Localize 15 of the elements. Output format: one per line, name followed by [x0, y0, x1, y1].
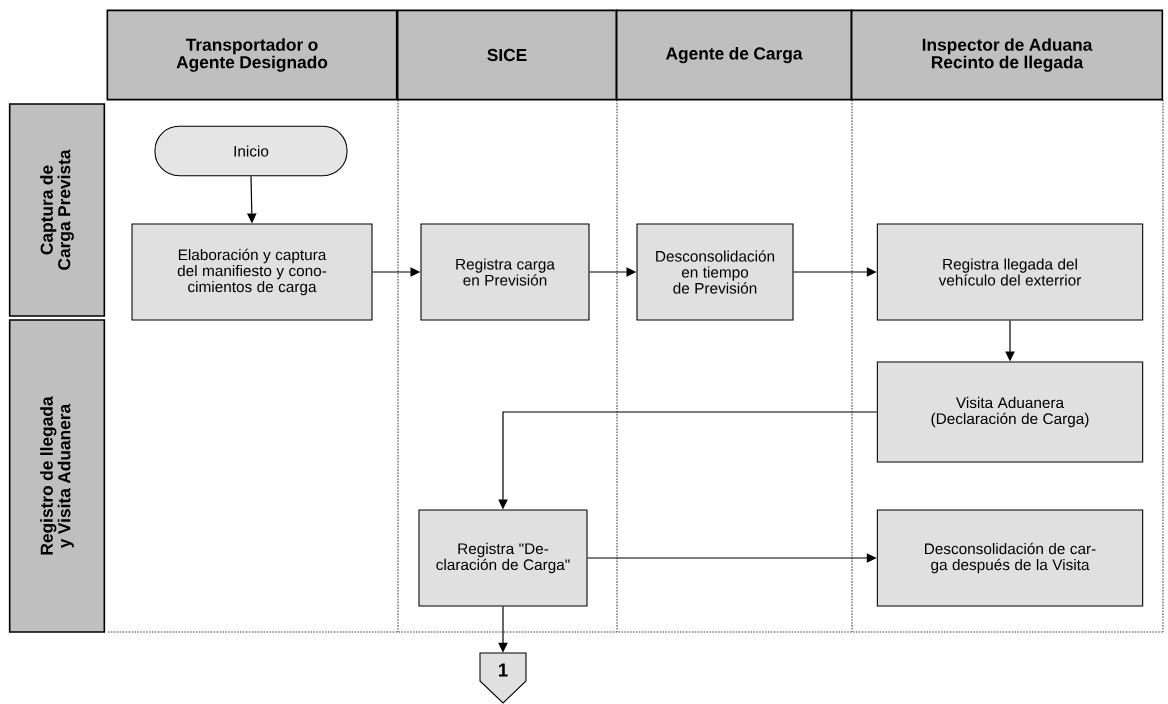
process-box: Registra "De- claración de Carga"	[418, 509, 588, 607]
process-box: Desconsolidación de car- ga después de la Visita	[876, 509, 1144, 607]
column-header: Inspector de Aduana Recinto de llegada	[850, 9, 1164, 101]
column-header: SICE	[396, 9, 618, 101]
column-header: Transportador o Agente Designado	[106, 9, 398, 101]
column-header: Agente de Carga	[615, 9, 853, 101]
process-box: Desconsolidación en tiempo de Previsión	[636, 223, 794, 321]
process-box: Registra llegada del vehículo del exterrior	[876, 223, 1144, 321]
start-terminator: Inicio	[154, 125, 348, 177]
lane-header: Captura de Carga Prevista	[8, 103, 106, 317]
process-box: Registra carga en Previsión	[420, 223, 590, 321]
lane-header: Registro de llegada y Visita Aduanera	[8, 319, 106, 633]
process-box: Visita Aduanera (Declaración de Carga)	[876, 361, 1144, 463]
off-page-connector: 1	[479, 652, 527, 704]
process-box: Elaboración y captura del manifiesto y cono- cimientos de carga	[131, 223, 373, 321]
